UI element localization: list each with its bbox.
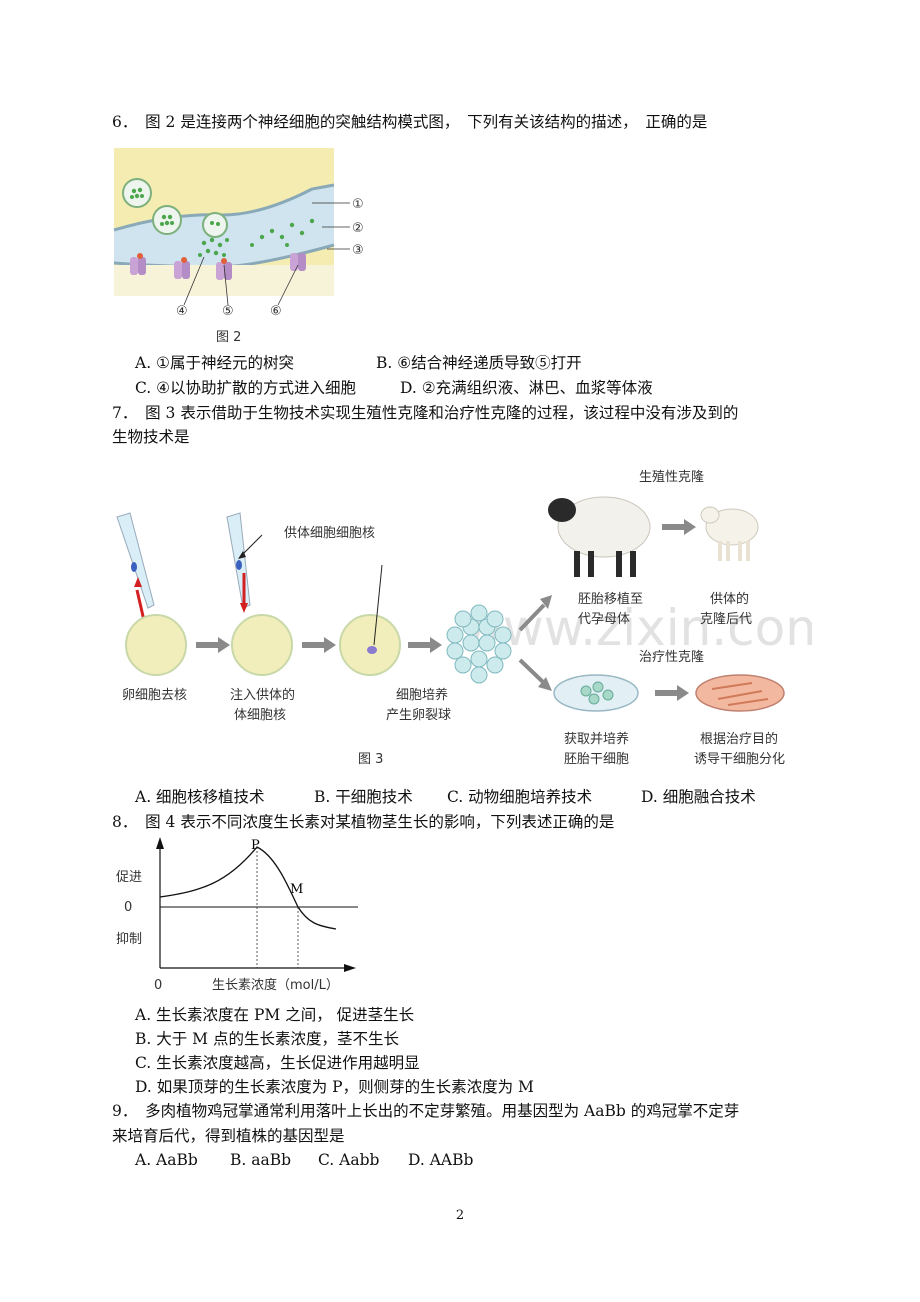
embryo-transfer-label-1: 胚胎移植至 <box>578 592 643 607</box>
stem-cell-label-2: 胚胎干细胞 <box>564 752 629 767</box>
blastomere-cluster <box>446 604 512 684</box>
branch-arrows <box>518 603 546 685</box>
inject-label-2: 体细胞核 <box>234 708 286 723</box>
q8-option-b[interactable]: B. 大于 M 点的生长素浓度，茎不生长 <box>135 1030 399 1048</box>
offspring-label-2: 克隆后代 <box>700 612 752 627</box>
auxin-graph: P M 促进 0 抑制 0 生长素浓度（mol/L） <box>116 837 358 993</box>
receptor-channels <box>130 253 306 280</box>
q8-option-a[interactable]: A. 生长素浓度在 PM 之间， 促进茎生长 <box>135 1006 415 1024</box>
pipette-2 <box>226 512 263 613</box>
q9-option-d[interactable]: D. AABb <box>408 1151 474 1169</box>
q6-option-c[interactable]: C. ④以协助扩散的方式进入细胞 <box>135 379 357 397</box>
q9-option-b[interactable]: B. aaBb <box>230 1151 292 1169</box>
vesicles <box>122 178 228 238</box>
q9-stem-line2: 来培育后代，得到植株的基因型是 <box>112 1127 345 1145</box>
q9-stem-line1: 9． 多肉植物鸡冠掌通常利用落叶上长出的不定芽繁殖。用基因型为 AaBb 的鸡冠… <box>112 1102 740 1120</box>
nucleus-leader <box>373 564 383 646</box>
q7-option-d[interactable]: D. 细胞融合技术 <box>641 788 756 806</box>
figure-2-caption: 图 2 <box>216 330 241 345</box>
cloning-figure: www.zixin.com.cn 供体细胞细胞核 生殖性克隆 <box>116 469 812 767</box>
q8-stem: 8． 图 4 表示不同浓度生长素对某植物茎生长的影响，下列表述正确的是 <box>112 813 615 831</box>
culture-label-2: 产生卵裂球 <box>386 708 451 723</box>
sheep-lamb <box>700 506 759 561</box>
synapse-figure: ① ② ③ ④ ⑤ ⑥ 图 2 <box>113 148 364 345</box>
arrow-3 <box>408 637 442 653</box>
q8-option-d[interactable]: D. 如果顶芽的生长素浓度为 P，则侧芽的生长素浓度为 M <box>135 1078 534 1096</box>
q6-option-b[interactable]: B. ⑥结合神经递质导致⑤打开 <box>376 354 582 372</box>
q7-stem-line2: 生物技术是 <box>112 428 190 446</box>
injected-nucleus <box>367 646 377 654</box>
offspring-label-1: 供体的 <box>710 591 749 607</box>
label-6: ⑥ <box>270 304 282 319</box>
neurotransmitters <box>198 218 315 257</box>
figure-3-caption: 图 3 <box>358 752 383 767</box>
y-label-zero: 0 <box>124 900 132 915</box>
culture-dish-stem-cells <box>553 674 639 712</box>
inject-label-1: 注入供体的 <box>230 687 295 703</box>
enucleation-label: 卵细胞去核 <box>122 688 187 703</box>
label-4: ④ <box>176 304 188 319</box>
q9-option-a[interactable]: A. AaBb <box>135 1151 198 1169</box>
q6-option-a[interactable]: A. ①属于神经元的树突 <box>135 354 294 372</box>
therapeutic-cloning-title: 治疗性克隆 <box>639 650 704 665</box>
stem-cell-label-1: 获取并培养 <box>564 731 629 747</box>
arrow-1 <box>196 637 230 653</box>
point-m: M <box>290 882 303 897</box>
watermark: www.zixin.com.cn <box>462 599 812 657</box>
embryo-transfer-label-2: 代孕母体 <box>578 612 630 627</box>
y-label-inhibit: 抑制 <box>116 932 142 947</box>
reconstructed-cell <box>339 614 401 676</box>
page-number: 2 <box>455 1208 465 1223</box>
q6-option-d[interactable]: D. ②充满组织液、淋巴、血浆等体液 <box>400 379 653 397</box>
arrow-4 <box>662 519 696 535</box>
x-axis-label: 生长素浓度（mol/L） <box>212 977 339 993</box>
q7-stem-line1: 7． 图 3 表示借助于生物技术实现生殖性克隆和治疗性克隆的过程，该过程中没有涉… <box>112 404 739 422</box>
label-2: ② <box>352 221 364 236</box>
growth-curve <box>159 846 337 930</box>
egg-cell-2 <box>231 614 293 676</box>
q7-option-c[interactable]: C. 动物细胞培养技术 <box>447 788 593 806</box>
q7-option-b[interactable]: B. 干细胞技术 <box>314 788 413 806</box>
induce-label-1: 根据治疗目的 <box>700 731 778 747</box>
label-5: ⑤ <box>222 304 234 319</box>
label-1: ① <box>352 197 364 212</box>
q7-option-a[interactable]: A. 细胞核移植技术 <box>135 788 265 806</box>
culture-dish-differentiated <box>695 674 785 712</box>
donor-nucleus-label: 供体细胞细胞核 <box>284 526 375 541</box>
sheep-adult <box>548 496 651 577</box>
label-leaders <box>183 202 350 306</box>
q6-stem: 6． 图 2 是连接两个神经细胞的突触结构模式图， 下列有关该结构的描述， 正确… <box>112 113 708 131</box>
origin-label: 0 <box>154 978 162 993</box>
culture-label-1: 细胞培养 <box>396 687 448 703</box>
q8-option-c[interactable]: C. 生长素浓度越高，生长促进作用越明显 <box>135 1054 420 1072</box>
arrow-5 <box>655 685 689 701</box>
label-3: ③ <box>352 243 364 258</box>
egg-cell-1 <box>125 614 187 676</box>
reproductive-cloning-title: 生殖性克隆 <box>639 469 704 485</box>
arrow-2 <box>302 637 336 653</box>
point-p: P <box>251 838 260 853</box>
y-label-promote: 促进 <box>116 870 142 885</box>
q9-option-c[interactable]: C. Aabb <box>318 1151 380 1169</box>
pipette-1 <box>116 512 155 626</box>
induce-label-2: 诱导干细胞分化 <box>694 752 785 767</box>
